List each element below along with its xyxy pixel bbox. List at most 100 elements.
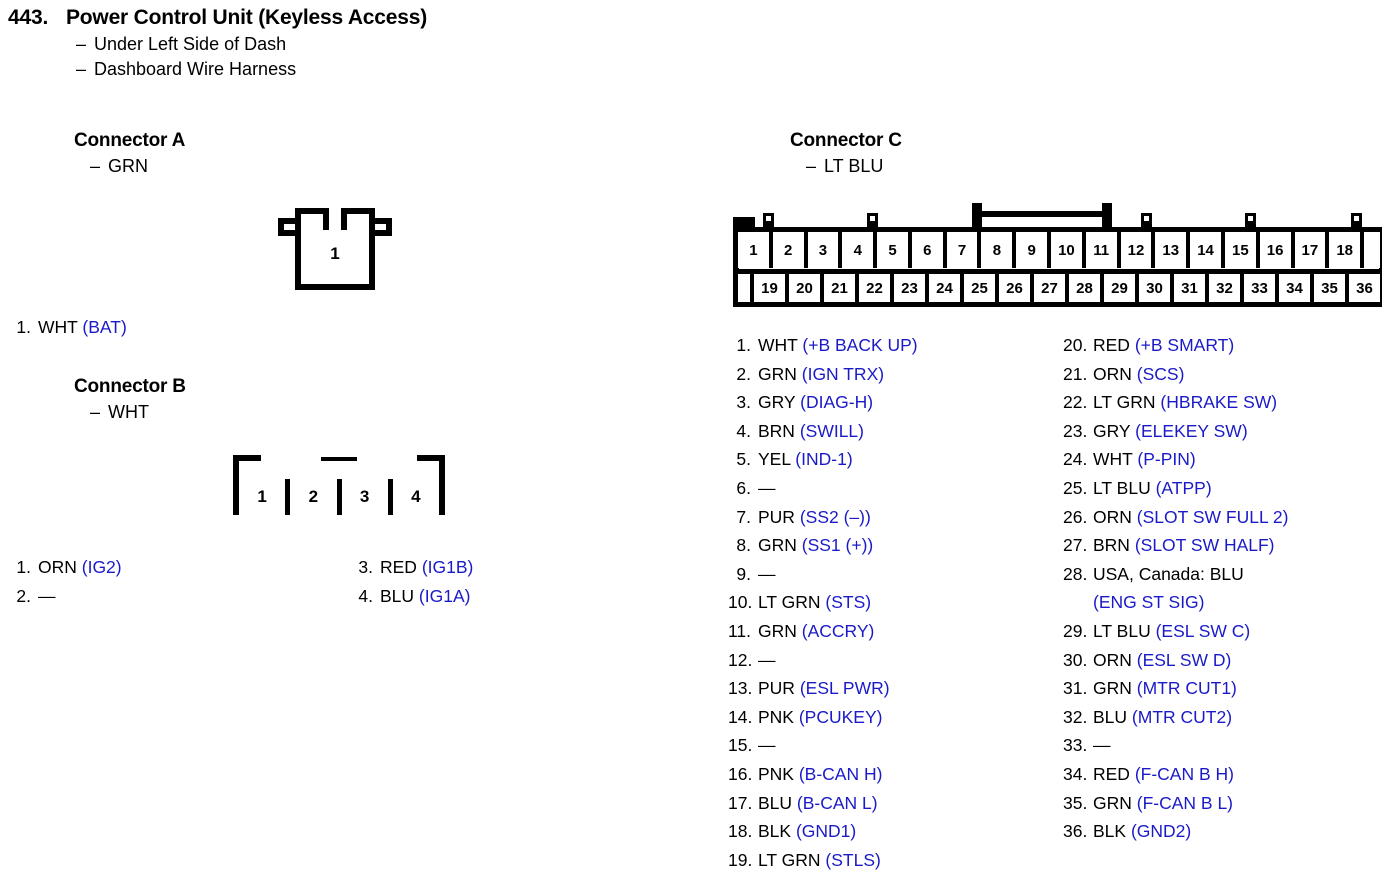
pin-row: 16.PNK (B-CAN H) xyxy=(728,760,1058,789)
connector-c-pin-cell: 19 xyxy=(754,274,789,302)
pin-wire-color: GRN xyxy=(758,620,797,641)
pin-value: — xyxy=(1093,731,1382,760)
pin-value: GRN (ACCRY) xyxy=(758,617,1058,646)
pin-signal-name: (ELEKEY SW) xyxy=(1130,420,1248,441)
pin-value: BLU (IG1A) xyxy=(380,582,658,611)
pin-row: 7.PUR (SS2 (–)) xyxy=(728,503,1058,532)
pin-number: 8. xyxy=(736,535,751,556)
pin-wire-color: PUR xyxy=(758,678,795,699)
connector-c-pin-cell: 36 xyxy=(1349,274,1380,302)
connector-b-pin-list-right: 3.RED (IG1B)4.BLU (IG1A) xyxy=(358,553,658,610)
pin-value: LT BLU (ATPP) xyxy=(1093,474,1382,503)
pin-row: 2.— xyxy=(16,582,316,611)
connector-c-pin-cell: 7 xyxy=(946,232,982,268)
pin-number: 15. xyxy=(728,735,753,756)
pin-value: PNK (PCUKEY) xyxy=(758,703,1058,732)
connector-c-blank-cell xyxy=(738,274,754,302)
connector-c-pin-cell: 26 xyxy=(999,274,1034,302)
connector-c-pin-cell: 27 xyxy=(1034,274,1069,302)
pin-row: 3.GRY (DIAG-H) xyxy=(728,388,1058,417)
pin-signal-name: (SCS) xyxy=(1131,363,1185,384)
page-title: 443. Power Control Unit (Keyless Access) xyxy=(8,6,427,30)
pin-row: 11.GRN (ACCRY) xyxy=(728,617,1058,646)
pin-wire-color: LT GRN xyxy=(1093,392,1156,413)
connector-a-color: –GRN xyxy=(90,156,185,177)
connector-c-color-text: LT BLU xyxy=(824,156,884,176)
connector-c-color: –LT BLU xyxy=(806,156,902,177)
connector-c-top-tab xyxy=(763,213,774,229)
pin-row: 32.BLU (MTR CUT2) xyxy=(1063,703,1382,732)
pin-value: PNK (B-CAN H) xyxy=(758,760,1058,789)
pin-wire-color: PUR xyxy=(758,506,795,527)
pin-row: 24.WHT (P-PIN) xyxy=(1063,445,1382,474)
connector-c-pin-cell: 14 xyxy=(1190,232,1225,268)
pin-number: 25. xyxy=(1063,477,1088,498)
pin-row: 4. BLU (IG1A) xyxy=(358,582,658,611)
pin-row: 22.LT GRN (HBRAKE SW) xyxy=(1063,388,1382,417)
pin-signal-name: (SS2 (–)) xyxy=(794,506,871,527)
pin-signal-name: (MTR CUT1) xyxy=(1131,678,1237,699)
pin-wire-color: BLU xyxy=(758,792,793,813)
pin-number: 30. xyxy=(1063,649,1088,670)
pin-wire-color: BLK xyxy=(1093,821,1127,842)
connector-b-pin-cell: 3 xyxy=(341,479,393,515)
bullet-dash: – xyxy=(90,156,101,176)
pin-number: 4. xyxy=(736,420,751,441)
header-location-note: –Under Left Side of Dash xyxy=(76,34,427,55)
connector-c-pin-cell: 11 xyxy=(1085,232,1121,268)
pin-wire-color: — xyxy=(758,563,776,584)
pin-number: 32. xyxy=(1063,706,1088,727)
pin-value: BLU (B-CAN L) xyxy=(758,789,1058,818)
connector-c-pin-cell: 13 xyxy=(1155,232,1191,268)
pin-number: 4. xyxy=(358,585,373,606)
pin-value: GRN (MTR CUT1) xyxy=(1093,674,1382,703)
pin-wire-color: GRN xyxy=(1093,792,1132,813)
pin-signal-name: (IG2) xyxy=(76,557,122,577)
pin-number: 19. xyxy=(728,849,753,870)
pin-number: 9. xyxy=(736,563,751,584)
connector-c-top-tab xyxy=(867,213,878,229)
pin-wire-color: LT GRN xyxy=(758,592,821,613)
pin-wire-color: — xyxy=(758,735,776,756)
connector-c-pin-cell: 3 xyxy=(807,232,843,268)
pin-row: 28.USA, Canada: BLU(ENG ST SIG) xyxy=(1063,560,1382,617)
pin-value: GRY (DIAG-H) xyxy=(758,388,1058,417)
connector-c-pin-cell: 29 xyxy=(1104,274,1139,302)
connector-b-pin-cell: 1 xyxy=(239,479,291,515)
pin-row: 13.PUR (ESL PWR) xyxy=(728,674,1058,703)
connector-c-pin-cell: 18 xyxy=(1329,232,1365,268)
connector-c-pin-cell: 20 xyxy=(789,274,824,302)
section-number: 443. xyxy=(8,6,49,29)
pin-value: GRY (ELEKEY SW) xyxy=(1093,417,1382,446)
pin-value: BLK (GND1) xyxy=(758,817,1058,846)
connector-b-color-text: WHT xyxy=(108,402,149,422)
pin-wire-color: RED xyxy=(380,557,417,577)
pin-number: 34. xyxy=(1063,763,1088,784)
pin-signal-name: (ENG ST SIG) xyxy=(1093,592,1205,613)
pin-number: 16. xyxy=(728,763,753,784)
pin-signal-name: (ACCRY) xyxy=(796,620,875,641)
pin-row: 18.BLK (GND1) xyxy=(728,817,1058,846)
pin-number: 31. xyxy=(1063,678,1088,699)
pin-wire-color: LT BLU xyxy=(1093,477,1151,498)
connector-c-top-tab xyxy=(1351,213,1362,229)
connector-c-top-tab xyxy=(1141,213,1152,229)
connector-c-name: Connector C xyxy=(790,130,902,151)
pin-row: 31.GRN (MTR CUT1) xyxy=(1063,674,1382,703)
pin-signal-name: (DIAG-H) xyxy=(795,392,874,413)
pin-value: YEL (IND-1) xyxy=(758,445,1058,474)
bullet-dash: – xyxy=(76,59,87,79)
pin-wire-color: GRN xyxy=(1093,678,1132,699)
connector-c-pin-cell: 15 xyxy=(1224,232,1260,268)
connector-a-left-tab xyxy=(278,218,301,224)
pin-value: — xyxy=(758,731,1058,760)
pin-number: 22. xyxy=(1063,392,1088,413)
pin-value: — xyxy=(38,582,316,611)
pin-row: 33.— xyxy=(1063,731,1382,760)
pin-number: 20. xyxy=(1063,335,1088,355)
pin-signal-name: (ATPP) xyxy=(1150,477,1212,498)
connector-c-blank-cell xyxy=(1364,232,1381,268)
pin-row: 26.ORN (SLOT SW FULL 2) xyxy=(1063,503,1382,532)
